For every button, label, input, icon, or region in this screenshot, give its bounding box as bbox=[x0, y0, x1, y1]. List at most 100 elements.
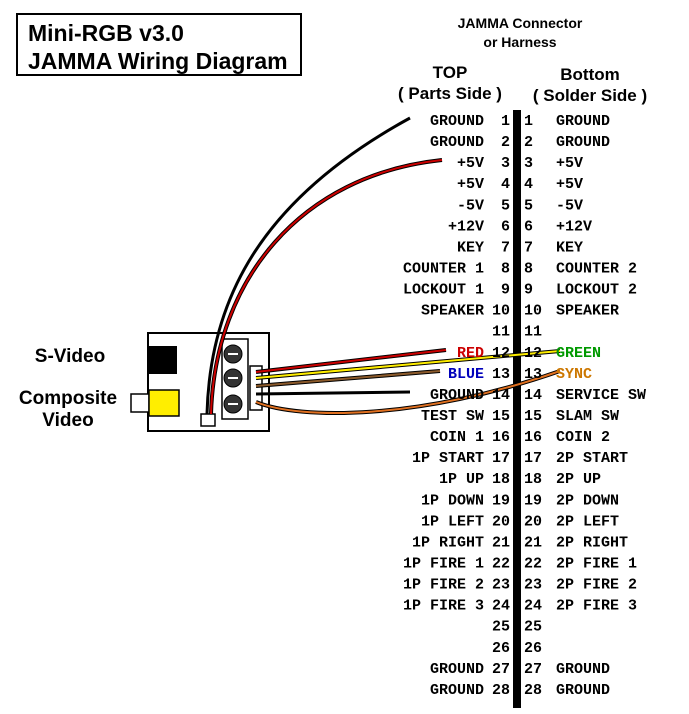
bottom-pin-label-14: SERVICE SW bbox=[556, 387, 646, 404]
top-pin-label-15: TEST SW bbox=[421, 408, 484, 425]
bottom-pin-number-21: 21 bbox=[524, 534, 542, 551]
blue-wire bbox=[255, 370, 441, 387]
bottom-pin-number-9: 9 bbox=[524, 282, 533, 299]
top-pin-number-24: 24 bbox=[492, 598, 510, 615]
top-pin-number-13: 13 bbox=[492, 366, 510, 383]
top-pin-label-12: RED bbox=[457, 345, 484, 362]
top-pin-number-9: 9 bbox=[501, 282, 510, 299]
bottom-pin-number-26: 26 bbox=[524, 640, 542, 657]
top-pin-label-23: 1P FIRE 2 bbox=[403, 577, 484, 594]
top-pin-number-15: 15 bbox=[492, 408, 510, 425]
composite-port bbox=[148, 389, 180, 417]
top-pin-number-19: 19 bbox=[492, 492, 510, 509]
top-pin-label-28: GROUND bbox=[430, 682, 484, 699]
top-pin-number-8: 8 bbox=[501, 260, 510, 277]
top-pin-number-27: 27 bbox=[492, 661, 510, 678]
top-pin-number-5: 5 bbox=[501, 197, 510, 214]
bottom-pin-number-20: 20 bbox=[524, 513, 542, 530]
bottom-pin-label-9: LOCKOUT 2 bbox=[556, 282, 637, 299]
top-pin-label-24: 1P FIRE 3 bbox=[403, 598, 484, 615]
bottom-pin-label-15: SLAM SW bbox=[556, 408, 619, 425]
bottom-pin-number-16: 16 bbox=[524, 429, 542, 446]
title-line-1: Mini-RGB v3.0 bbox=[28, 20, 184, 46]
bottom-pin-number-22: 22 bbox=[524, 555, 542, 572]
top-pin-label-5: -5V bbox=[457, 197, 484, 214]
bottom-pin-number-5: 5 bbox=[524, 197, 533, 214]
bottom-pin-number-8: 8 bbox=[524, 260, 533, 277]
mini-rgb-module bbox=[130, 332, 270, 432]
top-pin-number-25: 25 bbox=[492, 619, 510, 636]
top-pin-number-26: 26 bbox=[492, 640, 510, 657]
connector-header-line-1: JAMMA Connector bbox=[457, 15, 583, 31]
ground-wire bbox=[205, 116, 411, 415]
bottom-pin-number-10: 10 bbox=[524, 303, 542, 320]
bottom-pin-number-27: 27 bbox=[524, 661, 542, 678]
top-pin-number-14: 14 bbox=[492, 387, 510, 404]
top-pin-label-16: COIN 1 bbox=[430, 429, 484, 446]
bottom-pin-number-1: 1 bbox=[524, 113, 533, 130]
top-side-header: TOP ( Parts Side ) bbox=[380, 62, 520, 104]
bottom-pin-number-23: 23 bbox=[524, 577, 542, 594]
top-pin-number-20: 20 bbox=[492, 513, 510, 530]
svideo-label: S-Video bbox=[34, 346, 106, 367]
power-wire bbox=[210, 159, 443, 415]
bottom-pin-number-12: 12 bbox=[524, 345, 542, 362]
top-pin-number-6: 6 bbox=[501, 218, 510, 235]
bottom-pin-label-18: 2P UP bbox=[556, 471, 601, 488]
bottom-pin-number-28: 28 bbox=[524, 682, 542, 699]
top-pin-number-16: 16 bbox=[492, 429, 510, 446]
top-pin-label-4: +5V bbox=[457, 176, 484, 193]
top-pin-number-10: 10 bbox=[492, 303, 510, 320]
power-header bbox=[200, 413, 216, 427]
bottom-pin-label-23: 2P FIRE 2 bbox=[556, 577, 637, 594]
top-pin-label-27: GROUND bbox=[430, 661, 484, 678]
connector-spine bbox=[513, 110, 521, 708]
bottom-pin-number-7: 7 bbox=[524, 239, 533, 256]
top-pin-number-21: 21 bbox=[492, 534, 510, 551]
top-pin-label-1: GROUND bbox=[430, 113, 484, 130]
top-pin-label-6: +12V bbox=[448, 218, 484, 235]
top-pin-number-22: 22 bbox=[492, 555, 510, 572]
bottom-pin-number-3: 3 bbox=[524, 155, 533, 172]
bottom-pin-number-6: 6 bbox=[524, 218, 533, 235]
top-pin-label-3: +5V bbox=[457, 155, 484, 172]
top-pin-number-4: 4 bbox=[501, 176, 510, 193]
composite-label: Composite Video bbox=[6, 388, 130, 432]
bottom-pin-label-3: +5V bbox=[556, 155, 583, 172]
bottom-pin-number-17: 17 bbox=[524, 450, 542, 467]
bottom-pin-label-21: 2P RIGHT bbox=[556, 534, 628, 551]
ground-signal-wire bbox=[255, 390, 411, 396]
bottom-pin-label-22: 2P FIRE 1 bbox=[556, 555, 637, 572]
bottom-pin-label-4: +5V bbox=[556, 176, 583, 193]
top-pin-label-8: COUNTER 1 bbox=[403, 260, 484, 277]
bottom-pin-number-15: 15 bbox=[524, 408, 542, 425]
bottom-pin-label-28: GROUND bbox=[556, 682, 610, 699]
bottom-pin-number-13: 13 bbox=[524, 366, 542, 383]
bottom-pin-number-24: 24 bbox=[524, 598, 542, 615]
top-pin-number-28: 28 bbox=[492, 682, 510, 699]
top-pin-label-17: 1P START bbox=[412, 450, 484, 467]
top-pin-number-11: 11 bbox=[492, 324, 510, 341]
composite-label-line-1: Composite bbox=[18, 388, 118, 409]
top-pin-label-9: LOCKOUT 1 bbox=[403, 282, 484, 299]
top-pin-label-19: 1P DOWN bbox=[421, 492, 484, 509]
bottom-pin-label-24: 2P FIRE 3 bbox=[556, 598, 637, 615]
connector-header: JAMMA Connector or Harness bbox=[420, 14, 620, 52]
bottom-header-line-1: Bottom bbox=[560, 65, 620, 84]
top-pin-label-14: GROUND bbox=[430, 387, 484, 404]
bottom-pin-label-2: GROUND bbox=[556, 134, 610, 151]
composite-plug-tip bbox=[130, 393, 150, 413]
top-pin-number-23: 23 bbox=[492, 577, 510, 594]
bottom-pin-number-11: 11 bbox=[524, 324, 542, 341]
bottom-pin-label-13: SYNC bbox=[556, 366, 592, 383]
svideo-port bbox=[149, 346, 177, 374]
top-pin-number-18: 18 bbox=[492, 471, 510, 488]
bottom-pin-number-2: 2 bbox=[524, 134, 533, 151]
top-pin-number-2: 2 bbox=[501, 134, 510, 151]
top-pin-label-22: 1P FIRE 1 bbox=[403, 555, 484, 572]
bottom-header-line-2: ( Solder Side ) bbox=[532, 86, 648, 105]
bottom-pin-label-5: -5V bbox=[556, 197, 583, 214]
bottom-pin-label-10: SPEAKER bbox=[556, 303, 619, 320]
bottom-pin-number-18: 18 bbox=[524, 471, 542, 488]
